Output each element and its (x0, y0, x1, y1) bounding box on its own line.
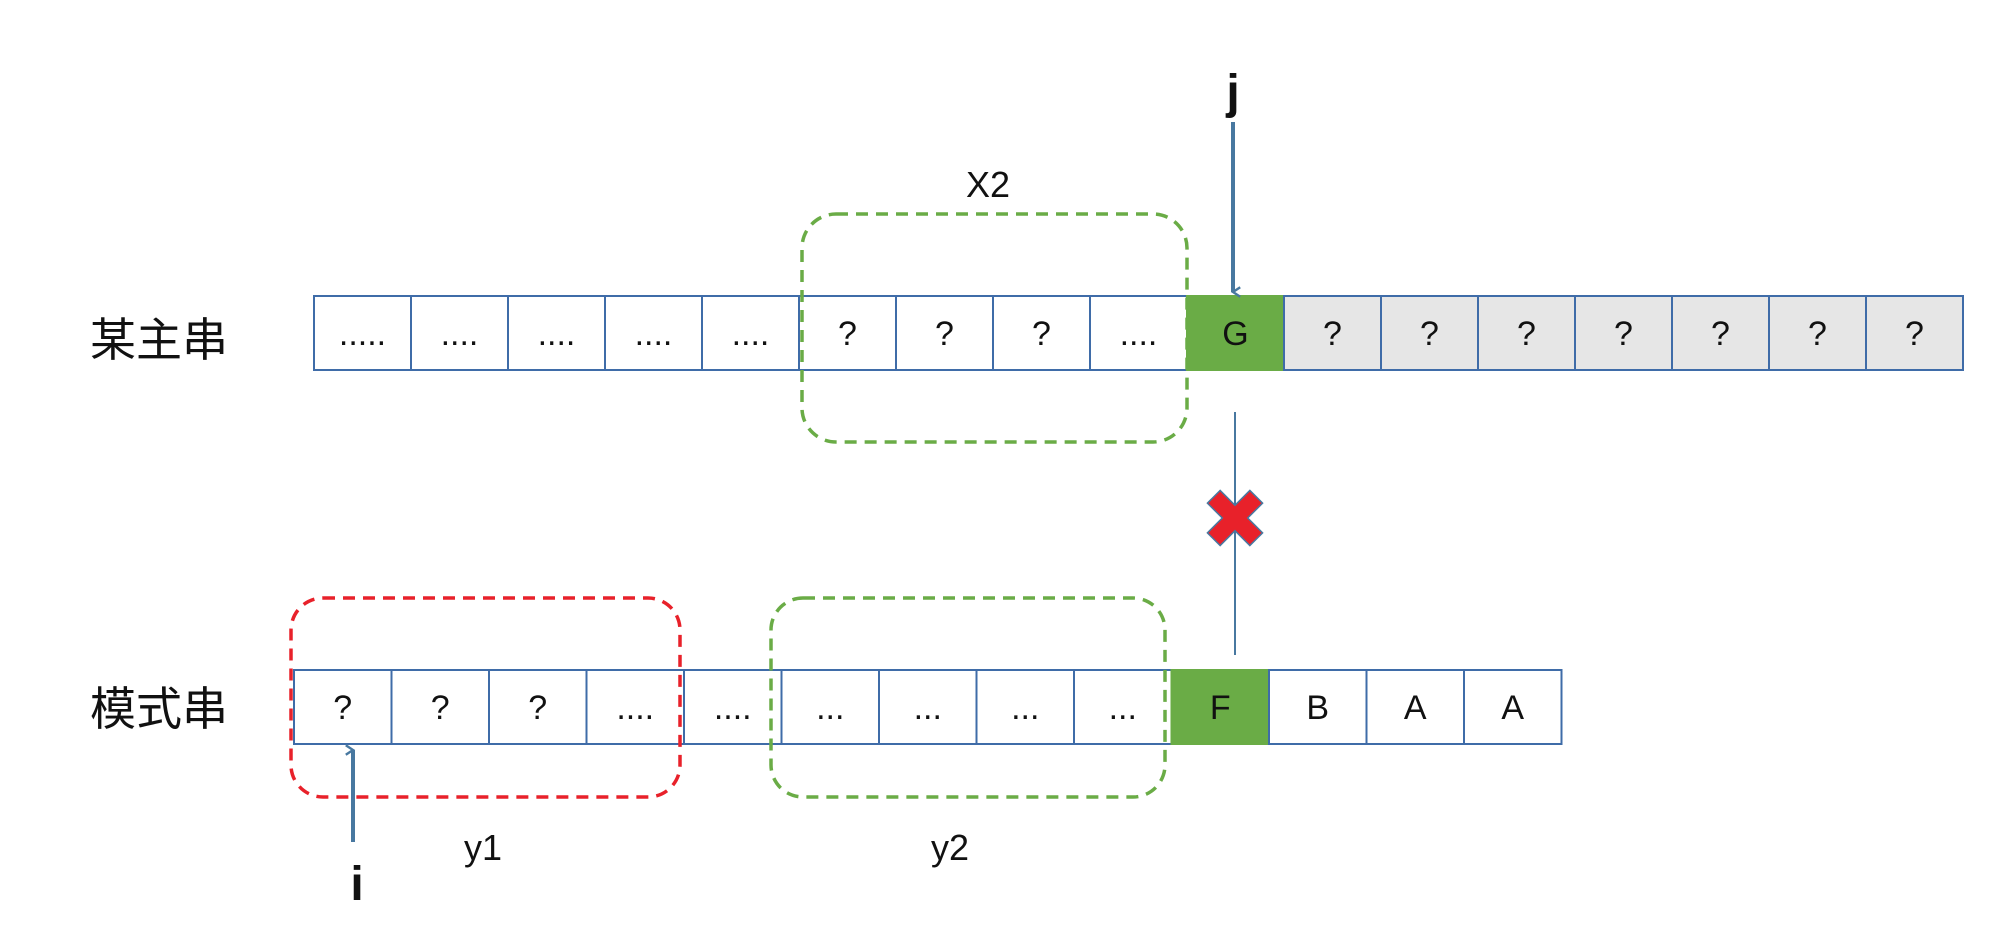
pattern-string-cell-box (975, 669, 1075, 745)
pattern-string-label: 模式串 (90, 682, 228, 736)
pattern-string-cell-text: .... (616, 689, 654, 727)
pattern-string-cell-box (390, 669, 490, 745)
main-string-cell-text: G (1222, 315, 1248, 353)
pattern-string-cell-box (293, 669, 393, 745)
main-string-cell-text: ? (935, 315, 954, 353)
pattern-string-cell-text: F (1210, 689, 1231, 727)
main-string-cell-text: ? (1517, 315, 1536, 353)
pattern-string-cell-text: ? (333, 689, 352, 727)
main-string-cell-box (410, 295, 509, 371)
main-string-cell-box (1186, 295, 1285, 371)
pattern-string-cells: ???.................... F B A A (293, 669, 1563, 745)
main-string-cell-box (992, 295, 1091, 371)
main-string-cell-box (313, 295, 412, 371)
main-string-cell-box (798, 295, 897, 371)
main-string-cell-text: ..... (339, 315, 386, 353)
pattern-string-cell-text: ? (431, 689, 450, 727)
main-string-cell-box (1865, 295, 1964, 371)
main-string-cell-text: ? (1614, 315, 1633, 353)
pattern-string-cell-text: ... (914, 689, 942, 727)
pattern-string-cell-text: A (1501, 689, 1524, 727)
main-string-cell-box (895, 295, 994, 371)
pattern-string-cell-box (1463, 669, 1563, 745)
y2-group-box (769, 596, 1167, 799)
main-string-cell-box (1768, 295, 1867, 371)
pattern-string-cell-box (1365, 669, 1465, 745)
pattern-string-cell-box (1170, 669, 1270, 745)
cross-icon (1206, 489, 1264, 547)
main-string-cell-text: ? (1711, 315, 1730, 353)
main-string-cell-box (1574, 295, 1673, 371)
main-string-cell-box (507, 295, 606, 371)
main-string-cell-text: ? (1420, 315, 1439, 353)
x2-label: X2 (966, 164, 1010, 205)
pattern-string-cell-text: ... (1011, 689, 1039, 727)
pointer-j-label: j (1225, 66, 1239, 119)
main-string-cell-box (1380, 295, 1479, 371)
main-string-cell-text: .... (538, 315, 576, 353)
x2-group-box (800, 212, 1189, 444)
pattern-string-cell-text: ... (1109, 689, 1137, 727)
pattern-string-cell-box (780, 669, 880, 745)
main-string-cell-text: ? (1905, 315, 1924, 353)
pattern-string-cell-text: ... (816, 689, 844, 727)
pattern-string-cell-box (683, 669, 783, 745)
pattern-string-cell-text: A (1404, 689, 1427, 727)
pattern-string-cell-text: B (1306, 689, 1329, 727)
pointer-i-label: i (350, 858, 363, 911)
main-string-cell-text: .... (635, 315, 673, 353)
main-string-cell-box (701, 295, 800, 371)
y2-label: y2 (931, 827, 969, 868)
main-string-cell-text: ? (1808, 315, 1827, 353)
main-string-cell-text: .... (1120, 315, 1158, 353)
pattern-string-cell-box (488, 669, 588, 745)
main-string-cells: .....................???.... G??????? (313, 295, 1964, 371)
main-string-cell-text: .... (441, 315, 479, 353)
y1-group-box (289, 596, 682, 799)
pattern-string-cell-box (585, 669, 685, 745)
main-string-cell-text: ? (1032, 315, 1051, 353)
y1-label: y1 (464, 827, 502, 868)
main-string-cell-text: ? (838, 315, 857, 353)
pattern-string-cell-text: .... (714, 689, 752, 727)
main-string-label: 某主串 (90, 313, 228, 367)
pattern-string-cell-box (1268, 669, 1368, 745)
main-string-cell-box (1089, 295, 1188, 371)
main-string-cell-text: .... (732, 315, 770, 353)
pattern-string-cell-text: ? (528, 689, 547, 727)
main-string-cell-box (1477, 295, 1576, 371)
main-string-cell-text: ? (1323, 315, 1342, 353)
